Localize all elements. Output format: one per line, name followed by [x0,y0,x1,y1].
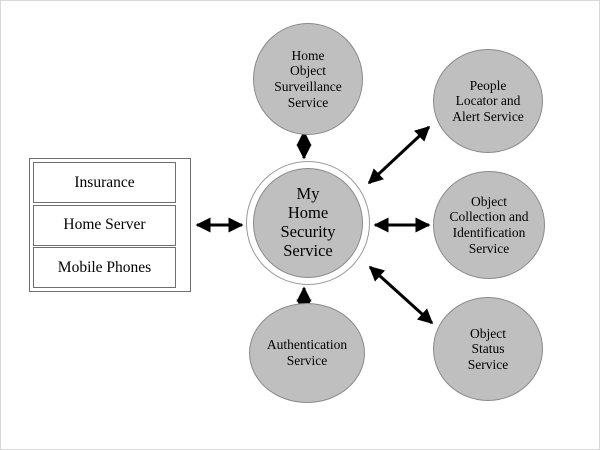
client-box-insurance[interactable]: Insurance [33,162,176,203]
client-box-mobile-phones[interactable]: Mobile Phones [33,247,176,288]
node-authentication-service[interactable]: Authentication Service [249,303,365,403]
client-box-home-server[interactable]: Home Server [33,204,176,246]
client-box-home-server-label: Home Server [63,216,146,233]
node-object-collection-and-identification-service-label: Object Collection and Identification Ser… [449,193,529,256]
node-home-object-surveillance-service[interactable]: Home Object Surveillance Service [253,23,363,135]
client-box-insurance-label: Insurance [74,173,135,191]
client-stack-group: Insurance Home Server Mobile Phones [29,158,191,292]
client-stack-inner: Insurance Home Server Mobile Phones [33,162,176,288]
client-box-mobile-phones-label: Mobile Phones [57,258,152,276]
node-my-home-security-service[interactable]: My Home Security Service [253,168,363,278]
node-people-locator-and-alert-service-label: People Locator and Alert Service [452,77,524,124]
node-home-object-surveillance-service-label: Home Object Surveillance Service [274,47,342,110]
connector-center-to-people-locator [367,125,431,185]
connector-center-to-object-status [368,265,434,325]
node-object-collection-and-identification-service[interactable]: Object Collection and Identification Ser… [433,171,545,279]
node-object-status-service-label: Object Status Service [467,325,509,372]
node-object-status-service[interactable]: Object Status Service [433,297,543,401]
node-my-home-security-service-label: My Home Security Service [280,184,336,260]
node-authentication-service-label: Authentication Service [266,337,348,368]
node-people-locator-and-alert-service[interactable]: People Locator and Alert Service [433,49,543,153]
